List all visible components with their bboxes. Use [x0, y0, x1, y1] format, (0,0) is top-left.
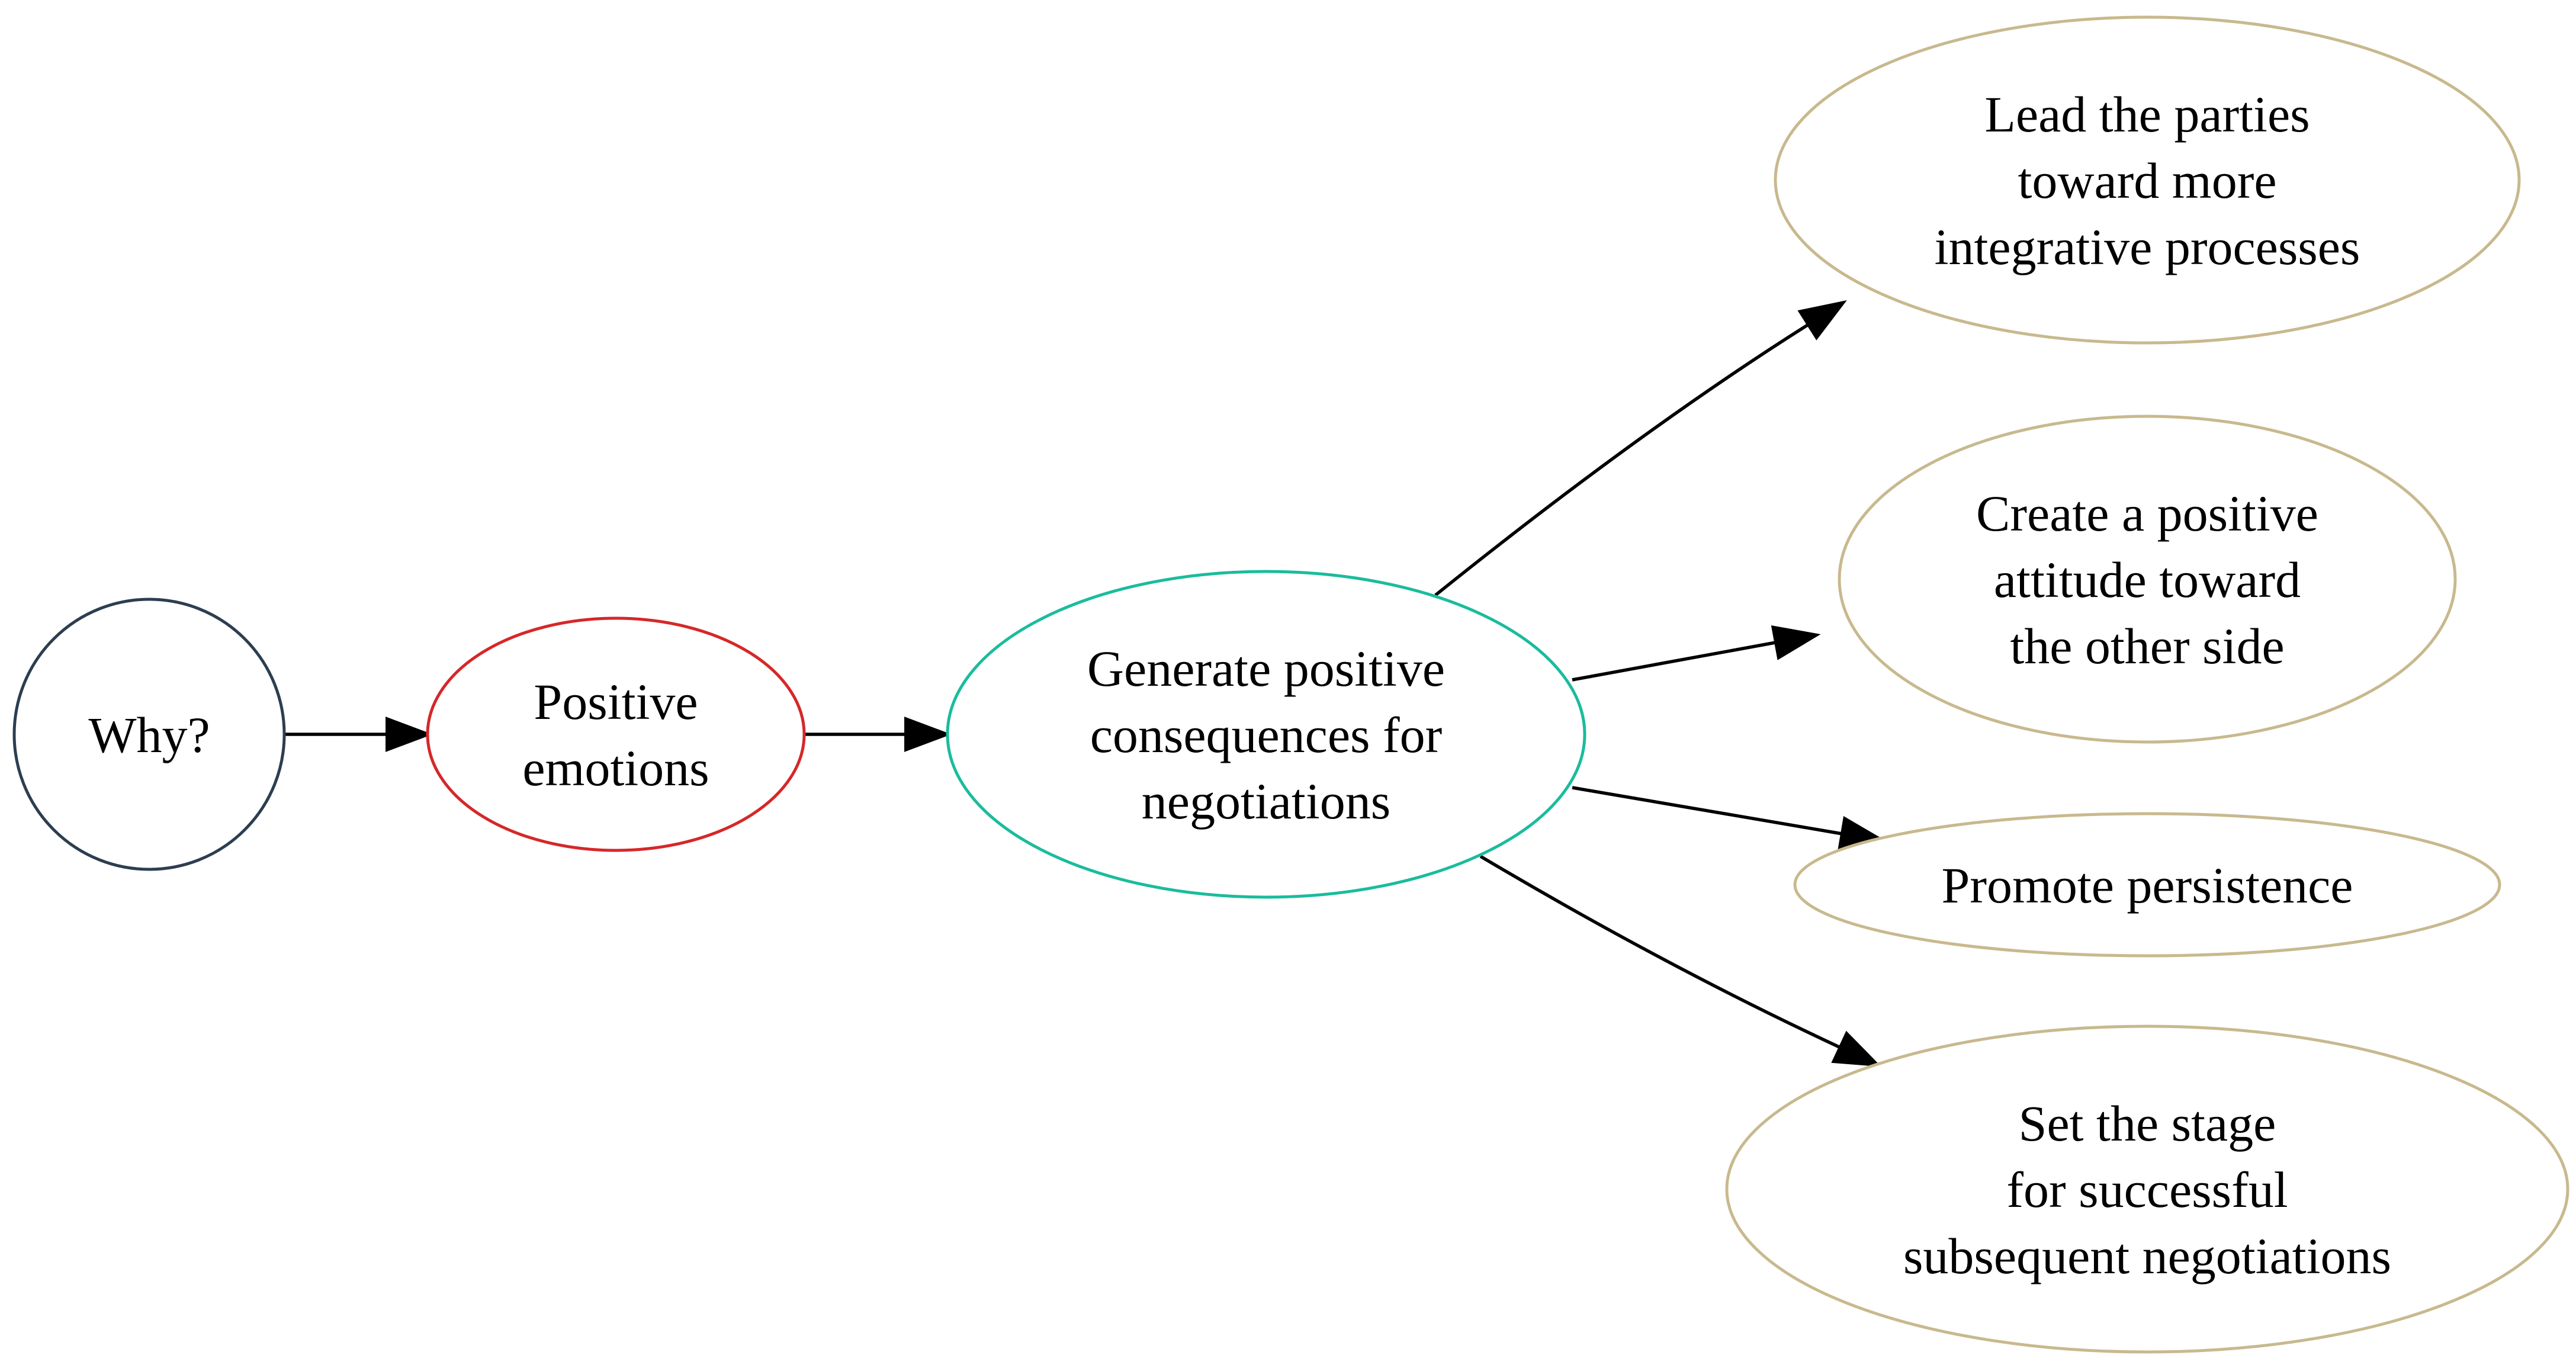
node-label-line: Positive [534, 673, 698, 730]
edge-emotions-to-consequences [804, 717, 952, 752]
node-label-line: the other side [2010, 618, 2284, 675]
node-attitude-label: Create a positive attitude toward the othe… [1976, 485, 2318, 675]
node-consequences-label: Generate positive consequences for negotia… [1087, 640, 1445, 830]
node-label-line: subsequent negotiations [1903, 1228, 2391, 1284]
node-why-shape [12, 598, 286, 871]
node-label-line: Generate positive [1087, 640, 1445, 697]
node-consequences: Generate positive consequences for negotia… [946, 570, 1586, 899]
node-persistence-label: Promote persistence [1942, 857, 2353, 914]
node-attitude: Create a positive attitude toward the othe… [1838, 415, 2457, 744]
node-persistence: Promote persistence [1793, 812, 2501, 958]
arrowhead-icon [386, 717, 433, 752]
nodes-layer: Why? Positive emotions Generate positive con… [12, 15, 2569, 1354]
edge-why-to-emotions [285, 717, 433, 752]
edge-consequences-to-persistence [1572, 786, 1887, 851]
arrowhead-icon [904, 717, 952, 752]
node-stage-label: Set the stage for successful subsequent ne… [1903, 1095, 2391, 1284]
node-attitude-shape [1838, 415, 2457, 744]
node-why-label: Why? [88, 706, 210, 763]
node-label-line: toward more [2018, 152, 2276, 209]
edge-line [1434, 323, 1809, 597]
node-why: Why? [12, 598, 286, 871]
node-label-line: integrative processes [1935, 219, 2360, 275]
edge-line [1572, 786, 1842, 836]
node-emotions-shape [426, 616, 806, 852]
node-label-line: consequences for [1090, 706, 1443, 763]
node-integrative-shape [1774, 15, 2521, 345]
edge-line [1479, 855, 1841, 1049]
edge-line [1572, 641, 1776, 682]
node-label-line: for successful [2006, 1161, 2288, 1218]
edges-layer [285, 300, 1887, 1067]
node-label-line: Why? [88, 706, 210, 763]
arrowhead-icon [1797, 300, 1847, 341]
node-label-line: negotiations [1142, 773, 1390, 830]
node-label-line: emotions [522, 740, 709, 796]
arrowhead-icon [1831, 1030, 1882, 1067]
node-integrative-label: Lead the parties toward more integrative p… [1935, 86, 2360, 275]
node-label-line: Set the stage [2019, 1095, 2276, 1152]
node-persistence-shape [1793, 812, 2501, 958]
node-consequences-shape [946, 570, 1586, 899]
node-label-line: Promote persistence [1942, 857, 2353, 914]
arrowhead-icon [1771, 625, 1821, 660]
edge-consequences-to-stage [1479, 855, 1882, 1067]
node-label-line: Lead the parties [1984, 86, 2310, 143]
edge-consequences-to-integrative [1434, 300, 1847, 597]
node-integrative: Lead the parties toward more integrative p… [1774, 15, 2521, 345]
node-label-line: Create a positive [1976, 485, 2318, 542]
node-stage: Set the stage for successful subsequent ne… [1725, 1024, 2569, 1354]
node-stage-shape [1725, 1024, 2569, 1354]
edge-consequences-to-attitude [1572, 625, 1821, 682]
node-emotions: Positive emotions [426, 616, 806, 852]
node-label-line: attitude toward [1994, 551, 2301, 608]
node-emotions-label: Positive emotions [522, 673, 709, 796]
